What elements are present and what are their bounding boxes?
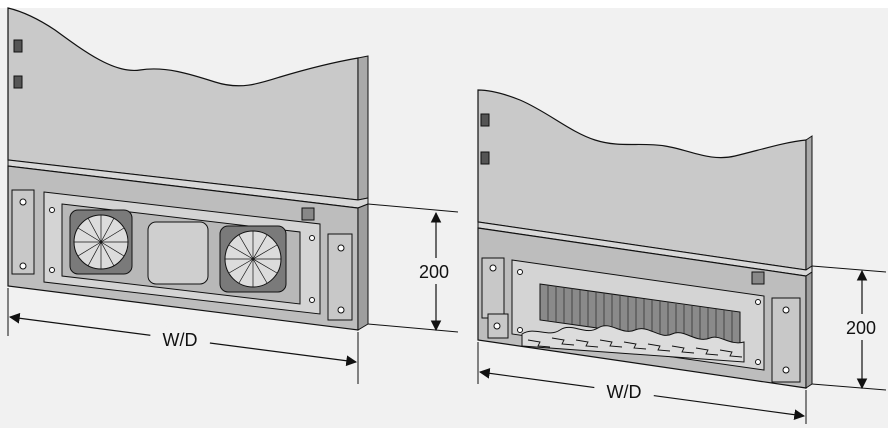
left-screw-7 <box>309 235 315 241</box>
left-height-label: 200 <box>419 262 449 282</box>
right-screw-2 <box>493 322 501 330</box>
right-width-dimension: W/D <box>477 342 807 424</box>
right-screw-1 <box>489 264 497 272</box>
right-filter-slats <box>547 285 733 347</box>
left-glass-panel <box>7 7 359 201</box>
right-hinge-top <box>480 113 490 127</box>
left-width-label: W/D <box>163 330 198 350</box>
left-plinth-side <box>357 203 369 331</box>
left-indicator <box>301 207 315 221</box>
left-hinge-top <box>13 39 23 53</box>
right-screw-6 <box>517 327 523 333</box>
left-screw-8 <box>309 297 315 303</box>
right-width-label: W/D <box>607 382 642 402</box>
left-width-dimension: W/D <box>7 288 359 384</box>
left-screw-2 <box>19 262 27 270</box>
left-bracket-left <box>11 189 35 275</box>
left-screw-6 <box>49 267 55 273</box>
left-height-dimension: 200 <box>367 203 459 333</box>
right-hinge-bottom <box>480 151 490 165</box>
right-height-dimension: 200 <box>811 265 887 391</box>
left-screw-3 <box>337 244 345 252</box>
right-screw-8 <box>755 359 761 365</box>
left-screw-5 <box>49 207 55 213</box>
right-screw-3 <box>782 306 790 314</box>
right-plinth-side <box>805 271 813 389</box>
left-screw-1 <box>19 198 27 206</box>
right-grate-pattern <box>527 337 743 358</box>
left-center-panel <box>147 221 209 285</box>
left-screw-4 <box>337 306 345 314</box>
right-screw-7 <box>755 299 761 305</box>
left-hinge-bottom <box>13 75 23 89</box>
left-fan-b-blades <box>225 231 281 287</box>
left-glass-edge <box>357 55 369 201</box>
right-glass-edge <box>805 135 813 271</box>
right-height-label: 200 <box>846 318 876 338</box>
right-unit <box>477 89 813 389</box>
left-fan-a-blades <box>74 215 128 269</box>
right-screw-4 <box>782 366 790 374</box>
right-screw-5 <box>517 269 523 275</box>
right-glass-panel <box>477 89 807 271</box>
right-indicator <box>751 271 765 285</box>
